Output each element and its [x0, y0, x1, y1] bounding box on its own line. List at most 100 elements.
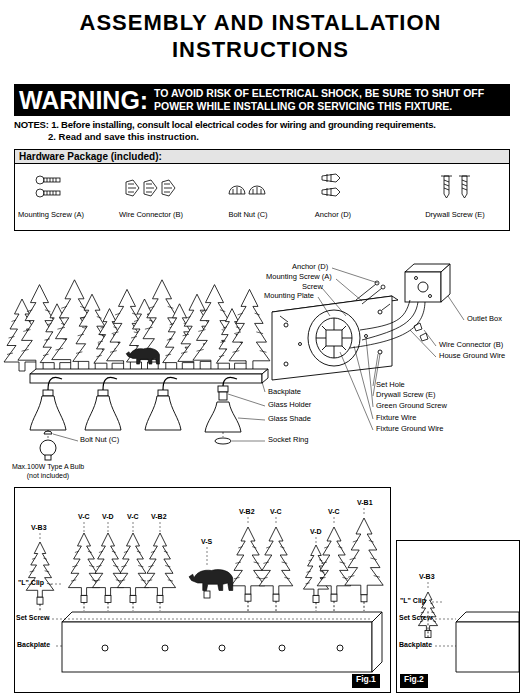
l-clips [204, 591, 210, 598]
outlet-box [405, 264, 450, 302]
hardware-icons [36, 174, 470, 198]
callout-label: Fixture Ground Wire [376, 425, 444, 434]
leader-lines [373, 354, 380, 396]
mounting-plate [308, 310, 360, 366]
part-code: Backplate [399, 641, 432, 649]
l-clips [40, 604, 41, 611]
leader-lines [448, 296, 464, 320]
mounting-plate [365, 335, 368, 338]
hardware-icons [327, 188, 331, 196]
hardware-icons [322, 188, 340, 196]
hardware-icons [233, 187, 241, 194]
callout-label: Set Hole [376, 381, 405, 390]
hardware-icons [44, 178, 60, 182]
hardware-icons [47, 191, 56, 195]
tree-group [229, 289, 270, 371]
glass-shades [44, 431, 52, 434]
callout-label: Mounting Screw (A) [266, 273, 332, 282]
tree-group [231, 527, 265, 594]
mounting-plate [378, 350, 382, 354]
l-clips [157, 595, 163, 602]
outlet-box [405, 272, 441, 302]
fig-backplate [372, 612, 382, 672]
fixture-backplate [30, 369, 268, 383]
glass-shades [40, 440, 56, 456]
mounting-plate [316, 318, 352, 358]
mounting-plate [299, 343, 302, 346]
l-clips [331, 594, 337, 601]
hardware-icons [441, 176, 452, 190]
callout-label: Screw [302, 283, 323, 292]
glass-shades [218, 386, 228, 392]
fig-backplate [337, 645, 343, 651]
fig-backplate [102, 645, 108, 651]
glass-shades [205, 402, 241, 432]
glass-shades [30, 396, 66, 430]
leader-lines [340, 352, 373, 430]
hardware-icons [459, 176, 470, 190]
leader-lines [322, 288, 346, 316]
part-code: V-C [270, 508, 282, 516]
hardware-icons [47, 178, 56, 182]
callout-label: Outlet Box [467, 315, 502, 324]
lamp-arms [223, 377, 237, 386]
node-text: Drywall Screw (E) [425, 211, 485, 220]
l-clips [130, 595, 136, 602]
screws [381, 285, 385, 289]
fig-backplate [456, 622, 519, 672]
node-heading: WARNING: [19, 86, 148, 115]
leader-lines [332, 268, 378, 283]
l-clips [245, 594, 251, 601]
callout-label: Glass Holder [268, 401, 311, 410]
wires [350, 302, 425, 348]
leader-lines [53, 434, 78, 441]
node-text: Anchor (D) [315, 211, 351, 220]
node-text: Wire Connector (B) [119, 211, 183, 220]
glass-shades [30, 386, 241, 460]
fig-backplate [62, 612, 519, 672]
screws [382, 304, 390, 310]
fig-leaders [435, 646, 456, 647]
callout-label: Bolt Nut (C) [80, 436, 119, 445]
leader-lines [262, 382, 265, 392]
part-code: Set Screw [16, 614, 49, 622]
fig-leaders [56, 646, 62, 647]
page-title: ASSEMBLY AND INSTALLATION INSTRUCTIONS [70, 9, 451, 63]
fig-backplate [219, 645, 225, 651]
l-clips [37, 597, 43, 604]
hardware-icons [162, 180, 175, 196]
tree-group [144, 533, 175, 595]
leader-lines [424, 330, 436, 346]
mounting-plate [316, 318, 352, 358]
figure-frames [397, 541, 520, 693]
glass-shades [219, 392, 227, 400]
node-heading: Fig.1 [356, 675, 376, 685]
dashed-guides [48, 430, 49, 433]
mounting-plate [272, 296, 398, 380]
glass-shades [43, 390, 53, 396]
l-clips [248, 601, 249, 611]
leader-lines [228, 394, 265, 406]
callout-label: House Ground Wire [439, 352, 505, 361]
callout-label: Backplate [268, 388, 301, 397]
l-clips [361, 595, 367, 602]
leader-lines [232, 441, 265, 442]
mounting-plate [326, 330, 342, 346]
callout-label: Fixture Wire [376, 414, 416, 423]
fig-backplate [62, 622, 372, 672]
leader-lines [336, 279, 362, 301]
part-code: Set Screw [399, 614, 432, 622]
fig-leaders [44, 619, 372, 620]
tree-group [345, 518, 383, 595]
node-text: TO AVOID RISK OF ELECTRICAL SHOCK, BE SU… [154, 87, 506, 113]
fixture-backplate [30, 369, 268, 374]
outlet-box [429, 295, 432, 298]
l-clips [81, 595, 87, 602]
wires [350, 300, 428, 348]
callout-label: Wire Connector (B) [439, 341, 503, 350]
hardware-icons [249, 186, 265, 194]
glass-shades [98, 390, 108, 396]
hardware-icons [444, 176, 449, 198]
tree-group [4, 280, 270, 371]
lamp-arms [103, 377, 117, 390]
